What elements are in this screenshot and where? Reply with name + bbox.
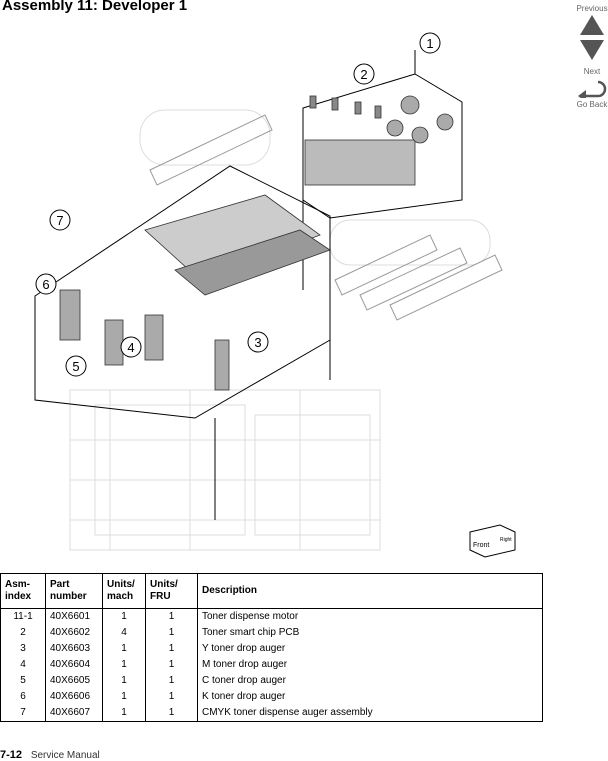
callout-6: 6	[35, 273, 57, 295]
next-label[interactable]: Next	[583, 67, 601, 76]
svg-text:7: 7	[56, 213, 63, 228]
callout-5: 5	[65, 355, 87, 377]
printer-frame-ghost	[69, 109, 491, 551]
callout-1: 1	[419, 32, 441, 54]
svg-text:3: 3	[254, 335, 261, 350]
callout-2: 2	[353, 63, 375, 85]
previous-arrow-icon[interactable]	[580, 15, 604, 35]
go-back-label[interactable]: Go Back	[576, 100, 608, 109]
svg-text:1: 1	[426, 36, 433, 51]
page-title: Assembly 11: Developer 1	[2, 0, 188, 14]
table-row: 5 40X6605 1 1 C toner drop auger	[0, 673, 543, 689]
table-row: 4 40X6604 1 1 M toner drop auger	[0, 657, 543, 673]
col-asm-index: Asm- index	[0, 573, 46, 609]
svg-text:2: 2	[360, 67, 367, 82]
table-row: 7 40X6607 1 1 CMYK toner dispense auger …	[0, 705, 543, 722]
manual-name: Service Manual	[30, 750, 100, 761]
next-arrow-icon[interactable]	[580, 40, 604, 60]
table-row: 2 40X6602 4 1 Toner smart chip PCB	[0, 625, 543, 641]
right-label: Right	[500, 537, 512, 543]
table-row: 11-1 40X6601 1 1 Toner dispense motor	[0, 608, 543, 625]
front-right-orientation-icon: Front Right	[469, 524, 516, 558]
exploded-parts-diagram: 1 2 3 4 5 6 7 Front Right	[34, 32, 516, 558]
previous-label: Previous	[576, 4, 608, 13]
svg-text:5: 5	[72, 359, 79, 374]
developer-assembly-parts	[59, 95, 454, 391]
col-units-mach: Units/ mach	[102, 573, 146, 609]
col-units-fru: Units/ FRU	[145, 573, 198, 609]
callout-boxes	[34, 50, 463, 520]
prev-next-arrows	[580, 15, 604, 60]
col-description: Description	[197, 573, 543, 609]
callout-labels: 1 2 3 4 5 6 7	[35, 32, 441, 377]
front-label: Front	[473, 542, 489, 549]
col-part-number: Part number	[45, 573, 103, 609]
table-row: 6 40X6606 1 1 K toner drop auger	[0, 689, 543, 705]
callout-4: 4	[120, 336, 142, 358]
page-footer: 7-12 Service Manual	[0, 749, 100, 761]
svg-text:6: 6	[42, 277, 49, 292]
table-row: 3 40X6603 1 1 Y toner drop auger	[0, 641, 543, 657]
page-number: 7-12	[0, 749, 23, 761]
toner-cartridges-ghost	[149, 114, 503, 321]
table-header-row: Asm- index Part number Units/ mach Units…	[0, 573, 543, 609]
page-navigation: Previous Next Go Back	[572, 0, 608, 109]
callout-7: 7	[49, 209, 71, 231]
svg-text:4: 4	[127, 340, 134, 355]
parts-list-table: Asm- index Part number Units/ mach Units…	[0, 573, 543, 722]
callout-3: 3	[247, 331, 269, 353]
